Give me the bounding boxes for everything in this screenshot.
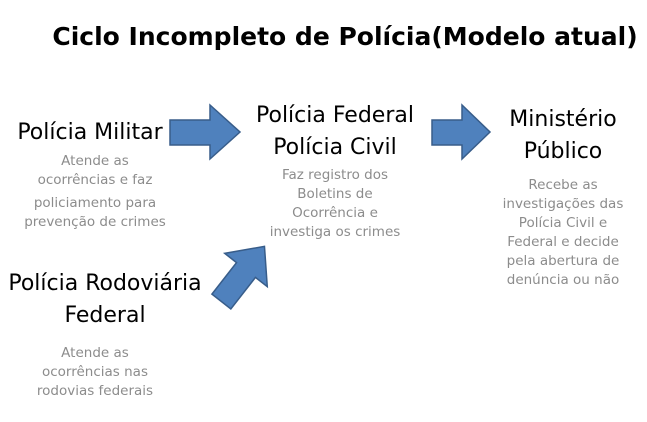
node-mp-desc: Recebe as investigações das Polícia Civi… — [502, 177, 624, 288]
arrow-prf-to-pc — [210, 245, 269, 310]
node-mp-title: Ministério Público — [509, 107, 617, 164]
node-pf-pc-desc: Faz registro dos Boletins de Ocorrência … — [269, 167, 401, 240]
node-pm-title: Polícia Militar — [17, 120, 163, 145]
node-prf-desc: Atende as ocorrências nas rodovias feder… — [36, 345, 154, 399]
node-pf-pc-title: Polícia Federal Polícia Civil — [256, 103, 414, 160]
node-prf-title: Polícia Rodoviária Federal — [8, 271, 202, 328]
node-pm-desc: Atende as ocorrências e faz policiamento… — [24, 153, 166, 230]
diagram-title: Ciclo Incompleto de Polícia(Modelo atual… — [52, 22, 638, 51]
arrow-pm-to-pc — [169, 103, 242, 161]
arrow-pc-to-mp — [431, 103, 492, 161]
